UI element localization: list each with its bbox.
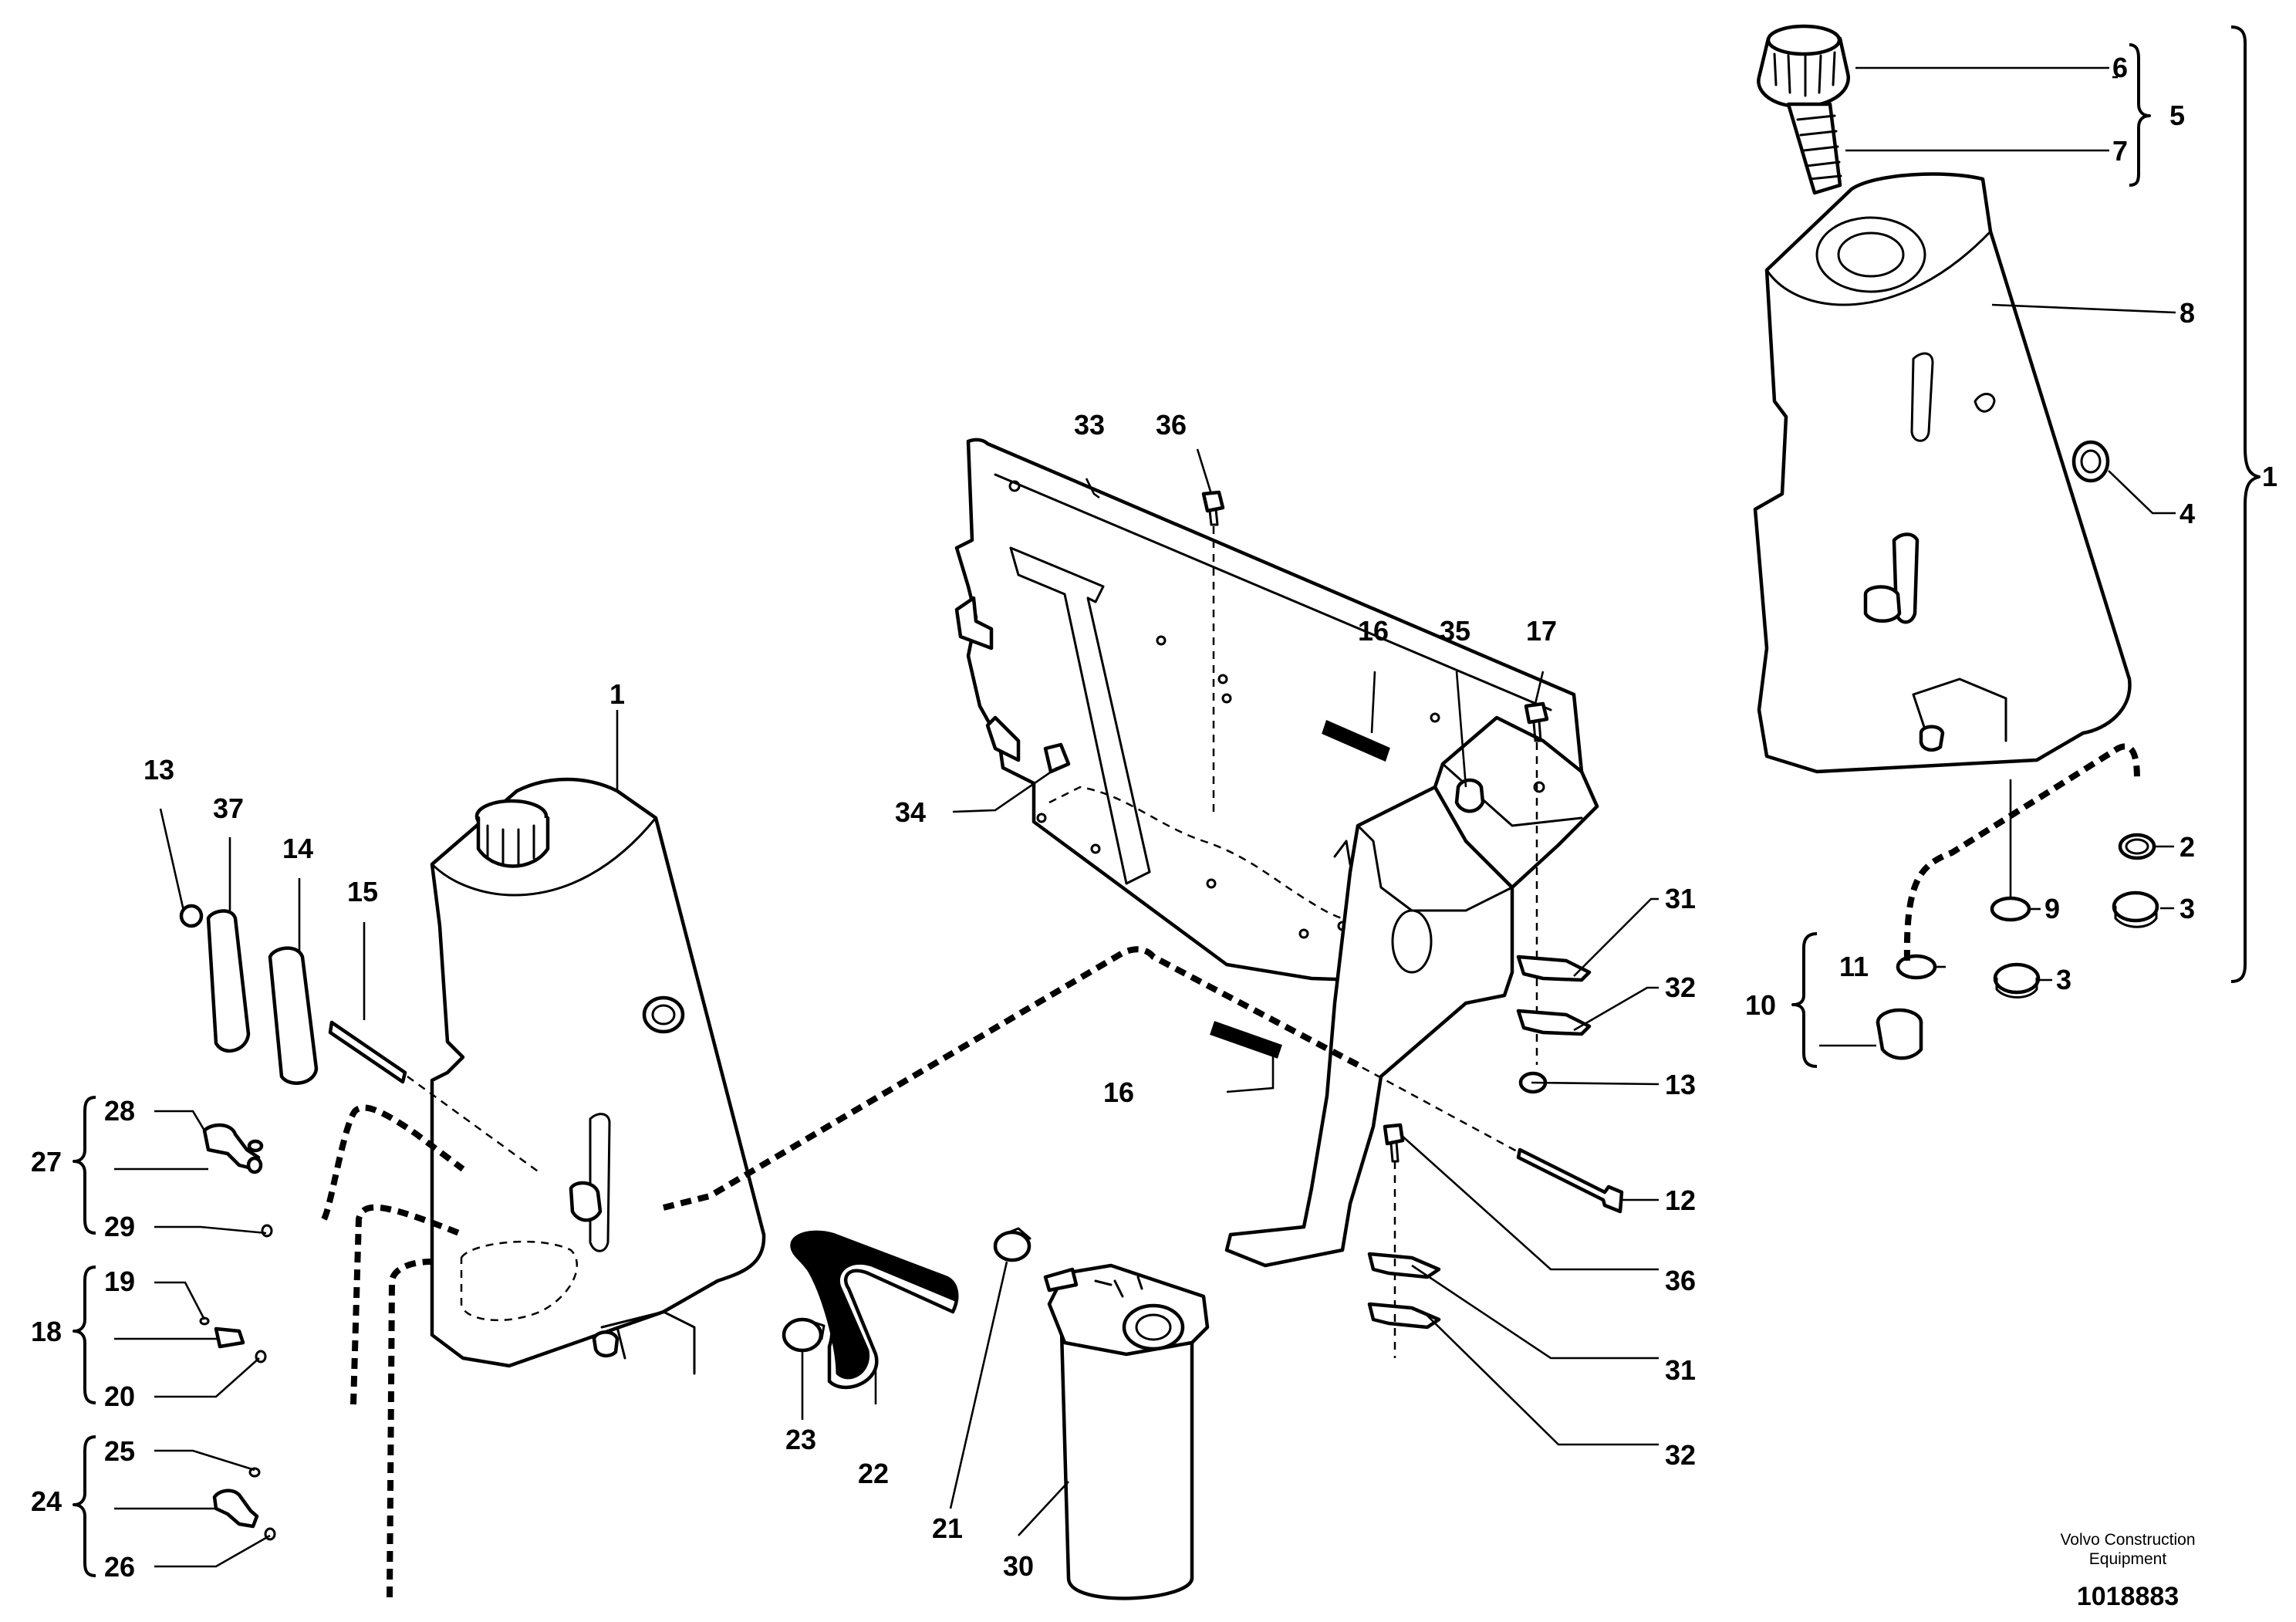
- hose-dashed-24: [387, 1259, 433, 1598]
- long-bolt-12: [1516, 1147, 1624, 1214]
- hose-clamp-21: [993, 1227, 1032, 1262]
- callout-24: 24: [31, 1485, 62, 1517]
- callout-26: 26: [104, 1551, 135, 1583]
- callouts: 6 5 7 8 1 4 2 9 3 11 3 10 33 36 16 35 17…: [31, 52, 2277, 1583]
- strap-37: [206, 909, 251, 1053]
- callout-36-bottom: 36: [1665, 1265, 1696, 1296]
- callout-34: 34: [895, 796, 926, 828]
- seal-ring-9: [1990, 896, 2031, 922]
- callout-27: 27: [31, 1146, 62, 1178]
- callout-25: 25: [104, 1435, 135, 1467]
- group-bracket-24: [73, 1435, 96, 1577]
- callout-3a: 3: [2180, 893, 2195, 924]
- shim-32a: [1516, 1009, 1592, 1036]
- adapter-fitting-18: [199, 1316, 267, 1363]
- company-line-1: Volvo Construction: [2060, 1531, 2195, 1549]
- callout-32-bottom: 32: [1665, 1439, 1696, 1471]
- callout-16-top: 16: [1358, 615, 1389, 647]
- bolt-36-top: [1201, 490, 1225, 513]
- elbow-fitting-27: [202, 1123, 273, 1238]
- label-strip-16b: [1210, 1021, 1282, 1059]
- callout-35: 35: [1440, 615, 1470, 647]
- callout-22: 22: [858, 1458, 889, 1489]
- elbow-fitting-24: [212, 1467, 276, 1541]
- filler-strainer: [1786, 102, 1842, 195]
- callout-8: 8: [2180, 297, 2195, 329]
- callout-16-bottom: 16: [1103, 1076, 1134, 1108]
- callout-13-left: 13: [144, 754, 174, 786]
- shim-32b: [1367, 1302, 1441, 1330]
- callout-2: 2: [2180, 831, 2195, 863]
- hose-dashed-right: [1903, 743, 2140, 961]
- group-bracket-1: [2230, 25, 2261, 983]
- pin-15: [328, 1020, 407, 1084]
- plug-3b: [1993, 962, 2041, 999]
- callout-4: 4: [2180, 498, 2195, 529]
- rubber-plug-35: [1454, 778, 1485, 813]
- callout-6: 6: [2112, 52, 2128, 83]
- callout-14: 14: [282, 833, 313, 864]
- leader-lines: [114, 66, 2176, 1568]
- callout-12: 12: [1665, 1184, 1696, 1216]
- strap-14: [268, 946, 319, 1085]
- callout-30: 30: [1003, 1550, 1034, 1582]
- callout-33: 33: [1074, 409, 1105, 441]
- group-bracket-18: [73, 1265, 96, 1404]
- mounting-plate: [954, 438, 1624, 1358]
- callout-17: 17: [1526, 615, 1557, 647]
- callout-23: 23: [785, 1424, 816, 1455]
- callout-36-top: 36: [1156, 409, 1187, 441]
- callout-9: 9: [2044, 893, 2060, 924]
- clip-34: [1043, 742, 1071, 774]
- callout-32-top: 32: [1665, 972, 1696, 1003]
- callout-19: 19: [104, 1265, 135, 1297]
- plug-3a: [2112, 890, 2159, 928]
- callout-13-right: 13: [1665, 1069, 1696, 1100]
- callout-3b: 3: [2056, 964, 2071, 995]
- callout-21: 21: [932, 1512, 963, 1544]
- hydraulic-tank-right: [1753, 172, 2132, 774]
- bolt-17: [1524, 701, 1549, 725]
- callout-37: 37: [213, 792, 244, 824]
- label-strip-16a: [1322, 719, 1390, 762]
- group-bracket-27: [73, 1096, 96, 1235]
- nut-13-left: [179, 904, 204, 928]
- callout-28: 28: [104, 1095, 135, 1127]
- hydraulic-tank-left: [430, 777, 766, 1375]
- hose-dashed-main: [663, 946, 1359, 1211]
- callout-18: 18: [31, 1316, 62, 1347]
- seal-ring-2-inner: [2125, 838, 2149, 855]
- hose-dashed-18: [350, 1204, 464, 1405]
- hose-dashed-27: [321, 1104, 465, 1221]
- seal-ring-11: [1896, 954, 1937, 980]
- drawing-footer: Volvo Construction Equipment 1018883: [2060, 1531, 2195, 1611]
- sight-grommet: [2071, 440, 2110, 483]
- callout-10: 10: [1745, 989, 1776, 1021]
- callout-5: 5: [2169, 100, 2185, 131]
- adapter-10: [1876, 1008, 1923, 1060]
- shim-31b: [1367, 1252, 1441, 1279]
- tank-detail-right: [1753, 24, 2159, 1060]
- group-bracket-10: [1791, 932, 1818, 1068]
- callout-11: 11: [1839, 951, 1869, 982]
- callout-29: 29: [104, 1211, 135, 1242]
- callout-31-top: 31: [1665, 883, 1696, 914]
- company-line-2: Equipment: [2089, 1550, 2167, 1568]
- drawing-number: 1018883: [2077, 1582, 2179, 1611]
- callout-7: 7: [2112, 135, 2128, 167]
- bolt-36-bottom: [1383, 1123, 1405, 1146]
- shim-31a: [1516, 955, 1592, 982]
- callout-1-right: 1: [2262, 461, 2277, 492]
- return-filter-30: [1043, 1263, 1210, 1600]
- callout-15: 15: [347, 876, 378, 907]
- callout-31-bottom: 31: [1665, 1354, 1696, 1386]
- group-bracket-5: [2129, 43, 2151, 187]
- hose-clamp-23: [782, 1317, 826, 1353]
- callout-1-left: 1: [609, 678, 625, 710]
- filler-cap: [1757, 24, 1850, 109]
- callout-20: 20: [104, 1380, 135, 1412]
